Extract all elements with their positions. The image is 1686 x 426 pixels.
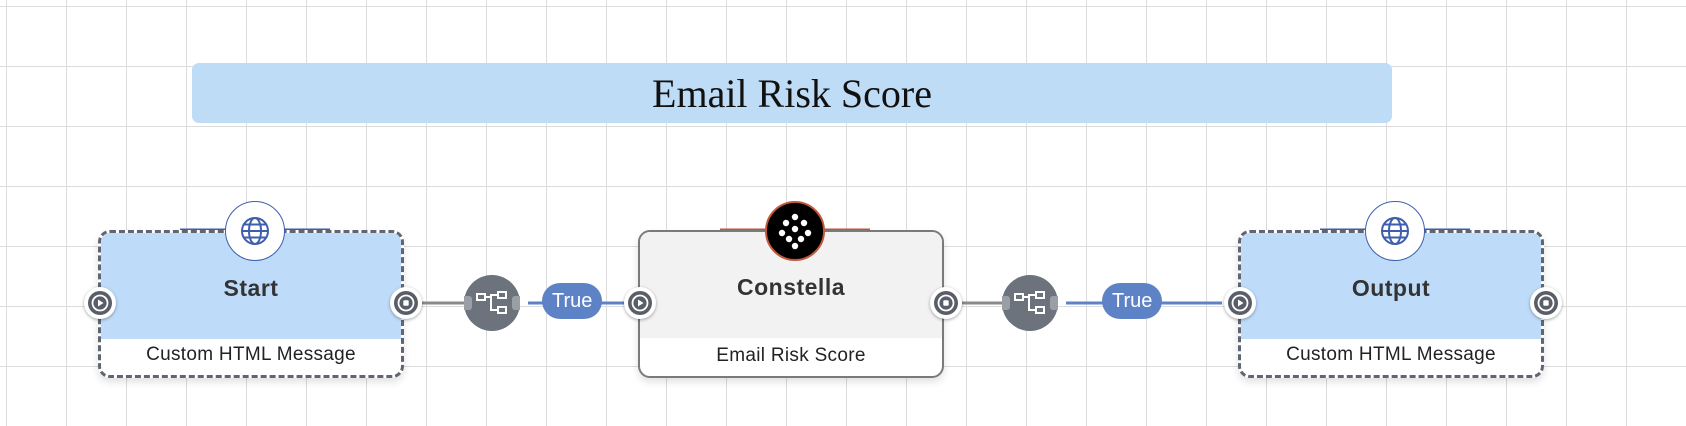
node-start-subtitle: Custom HTML Message — [146, 344, 356, 365]
node-output-subtitle: Custom HTML Message — [1286, 344, 1496, 365]
node-output-output-port[interactable] — [1530, 287, 1562, 319]
branch-condition-icon[interactable] — [464, 275, 520, 331]
node-start-output-port[interactable] — [390, 287, 422, 319]
globe-icon — [225, 201, 285, 261]
node-start-title: Start — [223, 275, 279, 301]
node-output-title: Output — [1351, 275, 1431, 301]
node-output-input-port[interactable] — [1224, 287, 1256, 319]
stop-icon — [397, 294, 415, 312]
node-start-input-port[interactable] — [84, 287, 116, 319]
node-constella-input-port[interactable] — [624, 287, 656, 319]
condition-label: True — [1112, 289, 1153, 312]
condition-label: True — [552, 289, 593, 312]
branch-condition-icon[interactable] — [1002, 275, 1058, 331]
stop-icon — [1537, 294, 1555, 312]
constella-dots-icon — [765, 201, 825, 261]
node-constella-title: Constella — [736, 274, 846, 300]
condition-true-pill[interactable]: True — [542, 283, 603, 319]
play-icon — [91, 294, 109, 312]
stop-icon — [937, 294, 955, 312]
workflow-title-banner: Email Risk Score — [192, 63, 1392, 123]
node-start[interactable]: Start Custom HTML Message — [98, 230, 404, 378]
play-icon — [631, 294, 649, 312]
play-icon — [1231, 294, 1249, 312]
globe-icon — [1365, 201, 1425, 261]
node-constella-output-port[interactable] — [930, 287, 962, 319]
node-constella-subtitle: Email Risk Score — [716, 345, 866, 366]
workflow-title: Email Risk Score — [652, 70, 932, 116]
condition-true-pill[interactable]: True — [1102, 283, 1163, 319]
